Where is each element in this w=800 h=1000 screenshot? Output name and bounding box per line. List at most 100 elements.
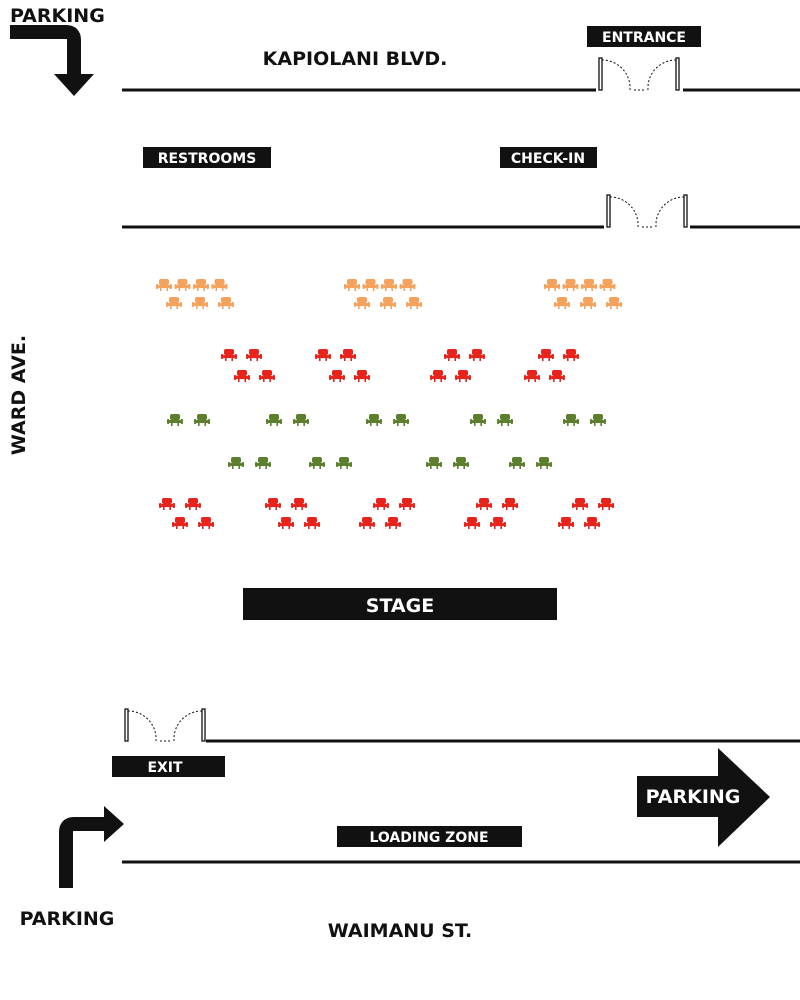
chair-icon <box>563 349 579 361</box>
chair-icon <box>354 297 370 309</box>
stage <box>243 588 557 620</box>
chair-icon <box>366 414 382 426</box>
chair-icon <box>166 297 182 309</box>
chair-icon <box>385 517 401 529</box>
chair-icon <box>581 279 597 291</box>
chair-icon <box>198 517 214 529</box>
chair-icon <box>563 414 579 426</box>
street-label-top: KAPIOLANI BLVD. <box>263 48 448 70</box>
chair-icon <box>373 498 389 510</box>
parking-arrow-right-icon <box>637 748 770 847</box>
chair-icon <box>453 457 469 469</box>
chair-icon <box>172 517 188 529</box>
chair-icon <box>340 349 356 361</box>
chair-icon <box>538 349 554 361</box>
entrance-door-icon <box>598 57 680 91</box>
chair-icon <box>194 414 210 426</box>
chair-icon <box>344 279 360 291</box>
chair-icon <box>554 297 570 309</box>
chair-icon <box>246 349 262 361</box>
chair-icon <box>174 279 191 291</box>
chair-icon <box>167 414 183 426</box>
chair-icon <box>476 498 492 510</box>
parking-label-top-left: PARKING <box>10 5 105 27</box>
chair-icon <box>406 297 422 309</box>
chair-icon <box>509 457 525 469</box>
chair-icon <box>193 279 209 291</box>
chair-icon <box>159 498 175 510</box>
chair-icon <box>426 457 442 469</box>
chair-icon <box>315 349 331 361</box>
street-label-left: WARD AVE. <box>8 335 30 455</box>
parking-label-bottom-left: PARKING <box>20 908 115 930</box>
chair-icon <box>558 517 574 529</box>
chair-icon <box>590 414 606 426</box>
street-label-bottom: WAIMANU ST. <box>328 920 472 942</box>
chair-icon <box>490 517 506 529</box>
chair-icon <box>255 457 271 469</box>
chair-icon <box>444 349 460 361</box>
chair-icon <box>470 414 486 426</box>
chair-icon <box>455 370 471 382</box>
chair-icon <box>381 279 397 291</box>
chair-icon <box>497 414 513 426</box>
exit-door-icon <box>124 708 206 742</box>
restrooms-sign <box>143 147 271 168</box>
chair-icon <box>572 498 588 510</box>
chair-icon <box>265 498 281 510</box>
entrance-sign <box>587 26 701 47</box>
chair-icon <box>185 498 201 510</box>
chair-icon <box>562 279 579 291</box>
loading-zone-sign <box>337 826 522 847</box>
check-in-label: CHECK-IN <box>511 151 585 167</box>
exit-label: EXIT <box>147 760 183 776</box>
chair-icon <box>221 349 237 361</box>
parking-arrow-bottom-left-icon <box>59 806 124 888</box>
chair-icon <box>549 370 565 382</box>
entrance-label: ENTRANCE <box>602 30 686 46</box>
chair-icon <box>304 517 320 529</box>
chair-icon <box>584 517 600 529</box>
chair-icon <box>336 457 352 469</box>
chair-icon <box>266 414 282 426</box>
chair-icon <box>598 498 614 510</box>
chair-icon <box>278 517 294 529</box>
chair-icon <box>192 297 208 309</box>
chair-icon <box>580 297 596 309</box>
chair-icon <box>218 297 234 309</box>
chair-icon <box>544 279 560 291</box>
stage-label: STAGE <box>366 595 434 617</box>
chair-icon <box>399 498 415 510</box>
restrooms-label: RESTROOMS <box>158 151 257 167</box>
chair-icon <box>291 498 307 510</box>
chair-icon <box>359 517 375 529</box>
chair-icon <box>156 279 172 291</box>
check-in-sign <box>500 147 597 168</box>
chair-icon <box>430 370 446 382</box>
parking-arrow-top-left-icon <box>10 25 94 96</box>
chair-icon <box>309 457 325 469</box>
hall-door-icon <box>606 194 688 228</box>
chair-icon <box>380 297 396 309</box>
chair-icon <box>606 297 622 309</box>
loading-zone-label: LOADING ZONE <box>369 830 488 846</box>
chair-icon <box>234 370 250 382</box>
chair-icon <box>211 279 228 291</box>
chair-icon <box>228 457 244 469</box>
chair-icon <box>399 279 416 291</box>
parking-label-right: PARKING <box>646 786 741 808</box>
exit-sign <box>112 756 225 777</box>
chair-icon <box>524 370 540 382</box>
chair-icon <box>293 414 309 426</box>
chair-icon <box>502 498 518 510</box>
chair-icon <box>464 517 480 529</box>
seating-area <box>156 279 622 529</box>
chair-icon <box>354 370 370 382</box>
chair-icon <box>362 279 379 291</box>
chair-icon <box>536 457 552 469</box>
chair-icon <box>469 349 485 361</box>
chair-icon <box>259 370 275 382</box>
chair-icon <box>599 279 616 291</box>
chair-icon <box>393 414 409 426</box>
